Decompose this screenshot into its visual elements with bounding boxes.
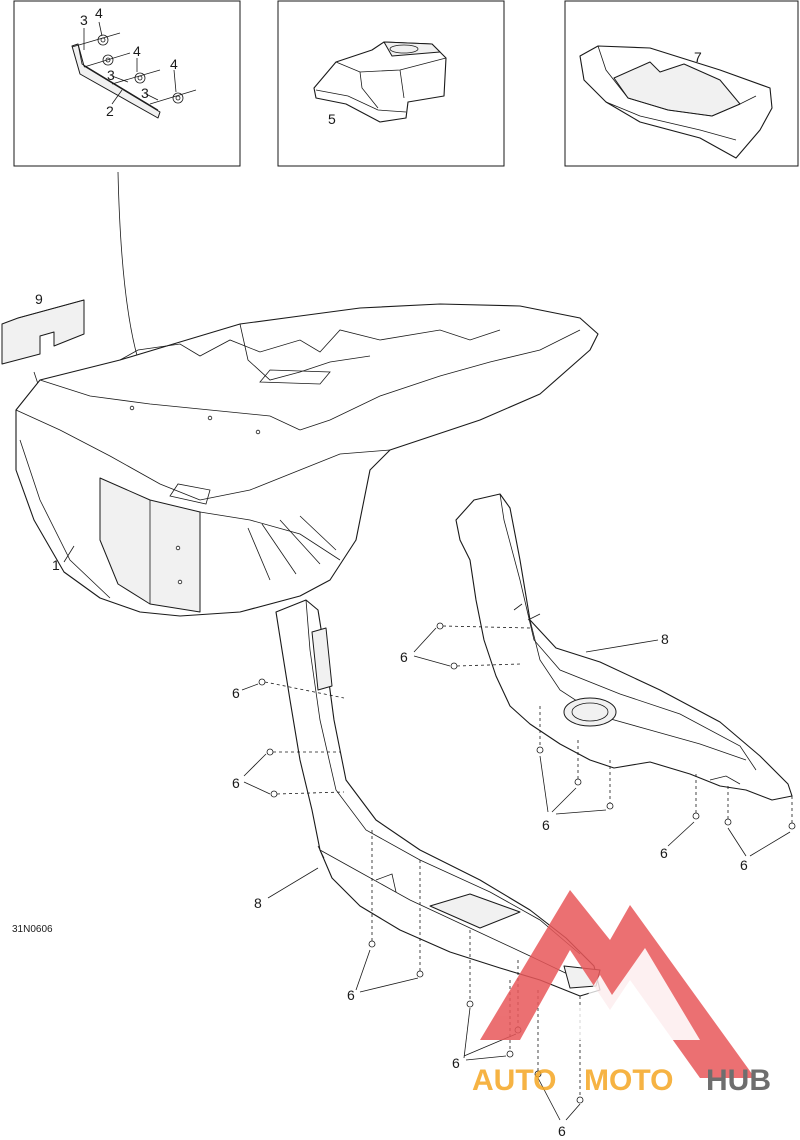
callout-4: 4 <box>95 5 103 21</box>
inset-seat-cover <box>564 0 799 167</box>
callout-leaders <box>241 627 791 1121</box>
callout-6: 6 <box>232 775 240 791</box>
callout-8: 8 <box>661 631 669 647</box>
callout-3: 3 <box>80 12 88 28</box>
foam-block-part <box>1 299 85 392</box>
callout-5: 5 <box>328 111 336 127</box>
callout-8: 8 <box>254 895 262 911</box>
callout-6: 6 <box>558 1123 566 1139</box>
hull-body-part <box>15 303 599 617</box>
callout-6: 6 <box>347 987 355 1003</box>
watermark-text-hub: HUB <box>706 1064 771 1097</box>
callout-6: 6 <box>400 649 408 665</box>
callout-6: 6 <box>232 685 240 701</box>
callout-7: 7 <box>694 49 702 65</box>
callout-6: 6 <box>542 817 550 833</box>
watermark-text-auto: AUTO <box>472 1064 556 1097</box>
callout-1: 1 <box>52 557 60 573</box>
callout-3: 3 <box>141 85 149 101</box>
drawing-reference: 31N0606 <box>12 924 53 935</box>
watermark-logo: AUTO MOTO HUB <box>472 890 771 1097</box>
callout-6: 6 <box>660 845 668 861</box>
callout-3: 3 <box>107 67 115 83</box>
watermark-text-moto: MOTO <box>584 1064 673 1097</box>
callout-4: 4 <box>133 43 141 59</box>
floor-panel-right-part <box>455 493 793 801</box>
callout-labels: 3 4 4 3 4 3 2 5 7 9 1 8 6 6 6 6 6 6 8 6 … <box>12 5 748 1139</box>
callout-4: 4 <box>170 56 178 72</box>
callout-9: 9 <box>35 291 43 307</box>
callout-6: 6 <box>740 857 748 873</box>
inset-storage-bin <box>277 0 505 167</box>
callout-6: 6 <box>452 1055 460 1071</box>
inset-trim-hardware <box>13 0 241 167</box>
callout-2: 2 <box>106 103 114 119</box>
